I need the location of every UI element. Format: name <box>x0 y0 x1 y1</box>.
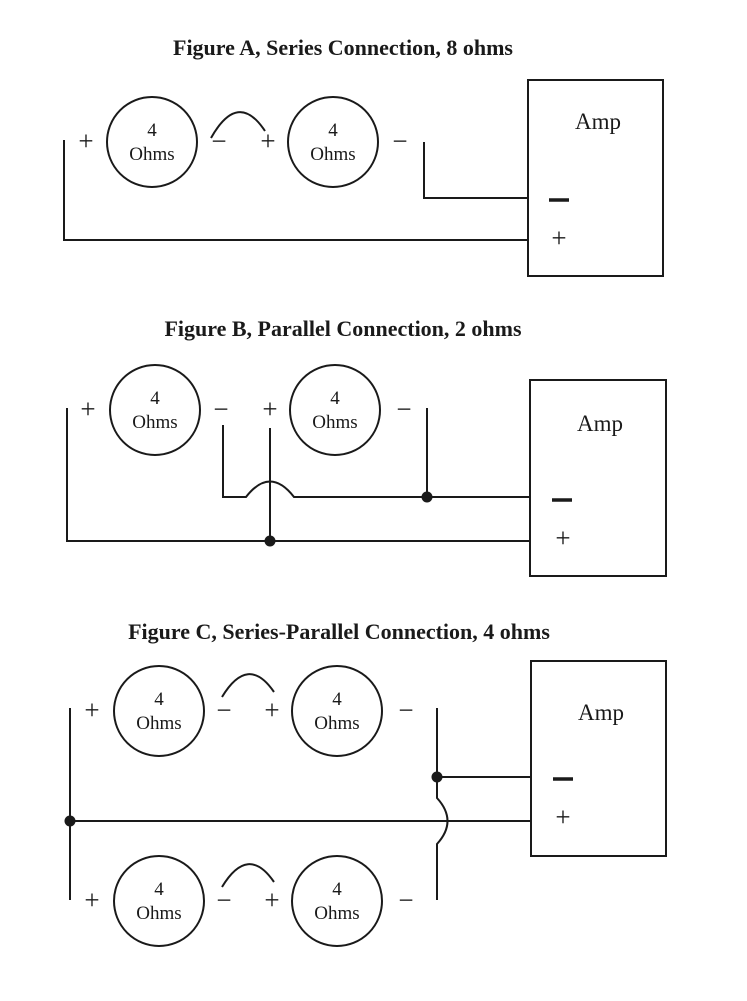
amp-label: Amp <box>575 109 621 134</box>
speaker-unit: Ohms <box>312 412 357 433</box>
figure-a-title: Figure A, Series Connection, 8 ohms <box>173 35 513 60</box>
amp-box <box>529 379 667 577</box>
speaker-value: 4 <box>332 689 342 710</box>
minus-terminal-label: − <box>396 394 411 424</box>
speaker-circle <box>106 96 198 188</box>
figure-c-speaker-3: 4 Ohms + − <box>84 855 232 947</box>
speaker-value: 4 <box>150 388 160 409</box>
junction-dot <box>431 771 443 783</box>
speaker-value: 4 <box>328 120 338 141</box>
figure-c: Figure C, Series-Parallel Connection, 4 … <box>64 619 667 947</box>
figure-b-amp: Amp + <box>529 379 667 577</box>
minus-terminal-label: − <box>216 885 231 915</box>
series-jumper-wire <box>210 111 266 139</box>
amp-plus-terminal: + <box>551 223 566 253</box>
figure-a-amp: Amp + <box>527 79 664 277</box>
junction-dot <box>64 815 76 827</box>
minus-terminal-label: − <box>392 126 407 156</box>
plus-terminal-label: + <box>84 695 99 725</box>
speaker-unit: Ohms <box>310 144 355 165</box>
plus-terminal-label: + <box>80 394 95 424</box>
speaker-circle <box>291 855 383 947</box>
figure-a-speaker-2: 4 Ohms + − <box>260 96 408 188</box>
plus-terminal-label: + <box>84 885 99 915</box>
minus-terminal-label: − <box>213 394 228 424</box>
minus-terminal-label: − <box>211 126 226 156</box>
junction-dot <box>421 491 433 503</box>
speaker-unit: Ohms <box>314 713 359 734</box>
figure-c-speaker-2: 4 Ohms + − <box>264 665 414 757</box>
plus-terminal-label: + <box>260 126 275 156</box>
plus-terminal-label: + <box>264 695 279 725</box>
speaker-circle <box>109 364 201 456</box>
speaker-value: 4 <box>332 879 342 900</box>
speaker-unit: Ohms <box>314 903 359 924</box>
plus-terminal-label: + <box>262 394 277 424</box>
negative-wire <box>222 425 530 498</box>
minus-terminal-label: − <box>398 695 413 725</box>
junction-dot <box>264 535 276 547</box>
speaker-value: 4 <box>154 689 164 710</box>
figure-c-speaker-4: 4 Ohms + − <box>264 855 414 947</box>
series-jumper-wire-bottom <box>221 863 275 888</box>
figure-a-speaker-1: 4 Ohms + − <box>78 96 227 188</box>
negative-wire <box>423 142 528 199</box>
positive-wire <box>66 408 530 542</box>
minus-terminal-label: − <box>398 885 413 915</box>
speaker-circle <box>287 96 379 188</box>
speaker-unit: Ohms <box>136 713 181 734</box>
speaker-unit: Ohms <box>136 903 181 924</box>
positive-wire <box>63 140 528 241</box>
speaker-circle <box>291 665 383 757</box>
speaker-circle <box>289 364 381 456</box>
speaker-unit: Ohms <box>132 412 177 433</box>
figure-b-title: Figure B, Parallel Connection, 2 ohms <box>164 316 522 341</box>
figure-c-speaker-1: 4 Ohms + − <box>84 665 232 757</box>
plus-terminal-label: + <box>264 885 279 915</box>
amp-box <box>530 660 667 857</box>
amp-plus-terminal: + <box>555 802 570 832</box>
amp-plus-terminal: + <box>555 523 570 553</box>
speaker-circle <box>113 665 205 757</box>
series-jumper-wire-top <box>221 673 275 698</box>
figure-c-amp: Amp + <box>530 660 667 857</box>
speaker-circle <box>113 855 205 947</box>
amp-label: Amp <box>577 411 623 436</box>
figure-b: Figure B, Parallel Connection, 2 ohms 4 … <box>66 316 667 577</box>
figure-c-title: Figure C, Series-Parallel Connection, 4 … <box>128 619 550 644</box>
plus-terminal-label: + <box>78 126 93 156</box>
amp-box <box>527 79 664 277</box>
amp-label: Amp <box>578 700 624 725</box>
minus-terminal-label: − <box>216 695 231 725</box>
negative-bus-wire <box>436 708 449 900</box>
speaker-value: 4 <box>330 388 340 409</box>
speaker-value: 4 <box>147 120 157 141</box>
speaker-value: 4 <box>154 879 164 900</box>
figure-a: Figure A, Series Connection, 8 ohms 4 Oh… <box>63 35 664 277</box>
figure-b-speaker-1: 4 Ohms + − <box>80 364 229 456</box>
speaker-unit: Ohms <box>129 144 174 165</box>
figure-b-speaker-2: 4 Ohms + − <box>262 364 412 456</box>
